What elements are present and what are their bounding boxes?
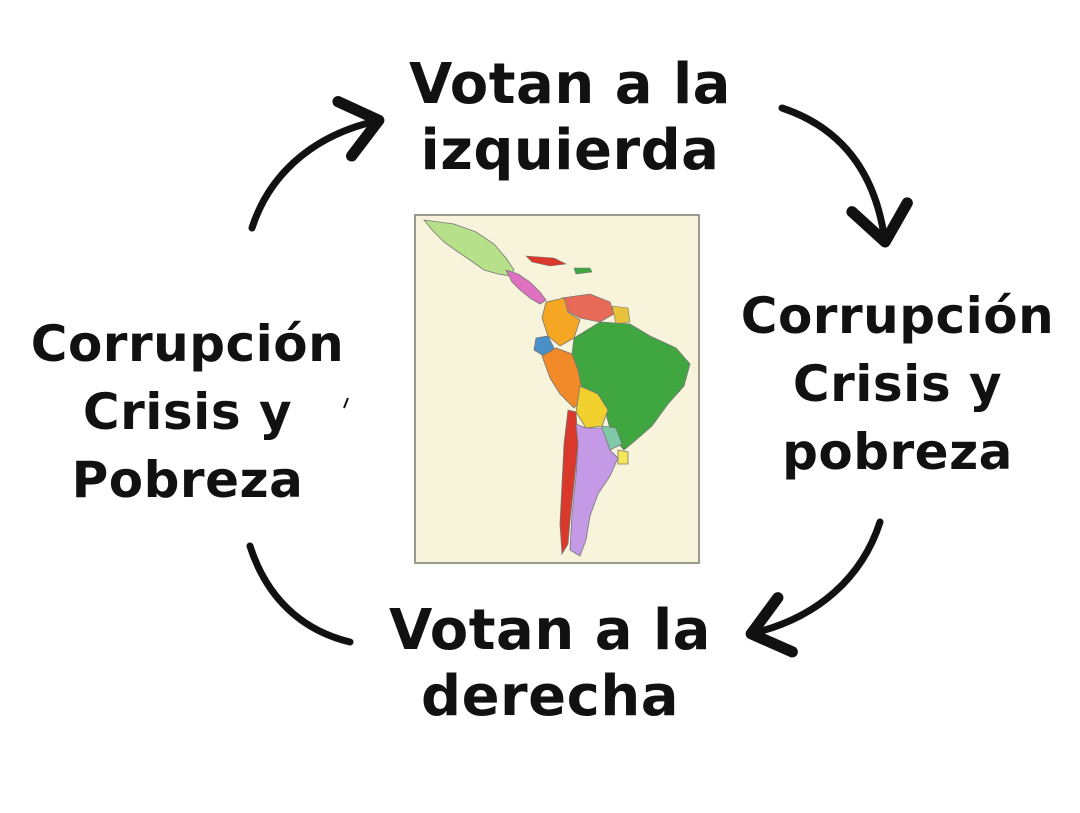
arrow-right-to-bottom xyxy=(745,518,884,658)
arrow-bottom-to-left xyxy=(246,542,354,646)
map-hispaniola xyxy=(573,267,593,275)
map-guyanas xyxy=(611,305,631,325)
map-cuba xyxy=(525,255,568,267)
label-vote-left: Votan a la izquierda xyxy=(380,52,760,184)
label-crisis-right: Corrupción Crisis y pobreza xyxy=(715,282,1080,486)
label-crisis-left: Corrupción Crisis y Pobreza xyxy=(0,310,375,514)
map-central-america xyxy=(505,269,547,305)
latin-america-map xyxy=(414,214,700,564)
label-crisis-left-line3: Pobreza xyxy=(71,451,304,509)
label-vote-right-line1: Votan a la xyxy=(389,598,711,663)
label-crisis-right-line3: pobreza xyxy=(782,423,1013,481)
stray-mark xyxy=(343,397,349,409)
arrow-top-to-right xyxy=(778,104,913,248)
map-uruguay xyxy=(617,449,629,465)
label-crisis-right-line1: Corrupción xyxy=(740,287,1055,345)
map-venezuela xyxy=(561,293,615,323)
label-vote-right-line2: derecha xyxy=(420,664,679,729)
label-vote-left-line2: izquierda xyxy=(420,118,720,183)
label-vote-right: Votan a la derecha xyxy=(360,598,740,730)
map-argentina xyxy=(569,423,619,557)
map-mexico xyxy=(423,219,515,277)
label-crisis-right-line2: Crisis y xyxy=(792,355,1003,413)
label-crisis-left-line2: Crisis y xyxy=(82,383,293,441)
label-vote-left-line1: Votan a la xyxy=(409,52,731,117)
label-crisis-left-line1: Corrupción xyxy=(30,315,345,373)
arrow-left-to-top xyxy=(248,96,385,232)
